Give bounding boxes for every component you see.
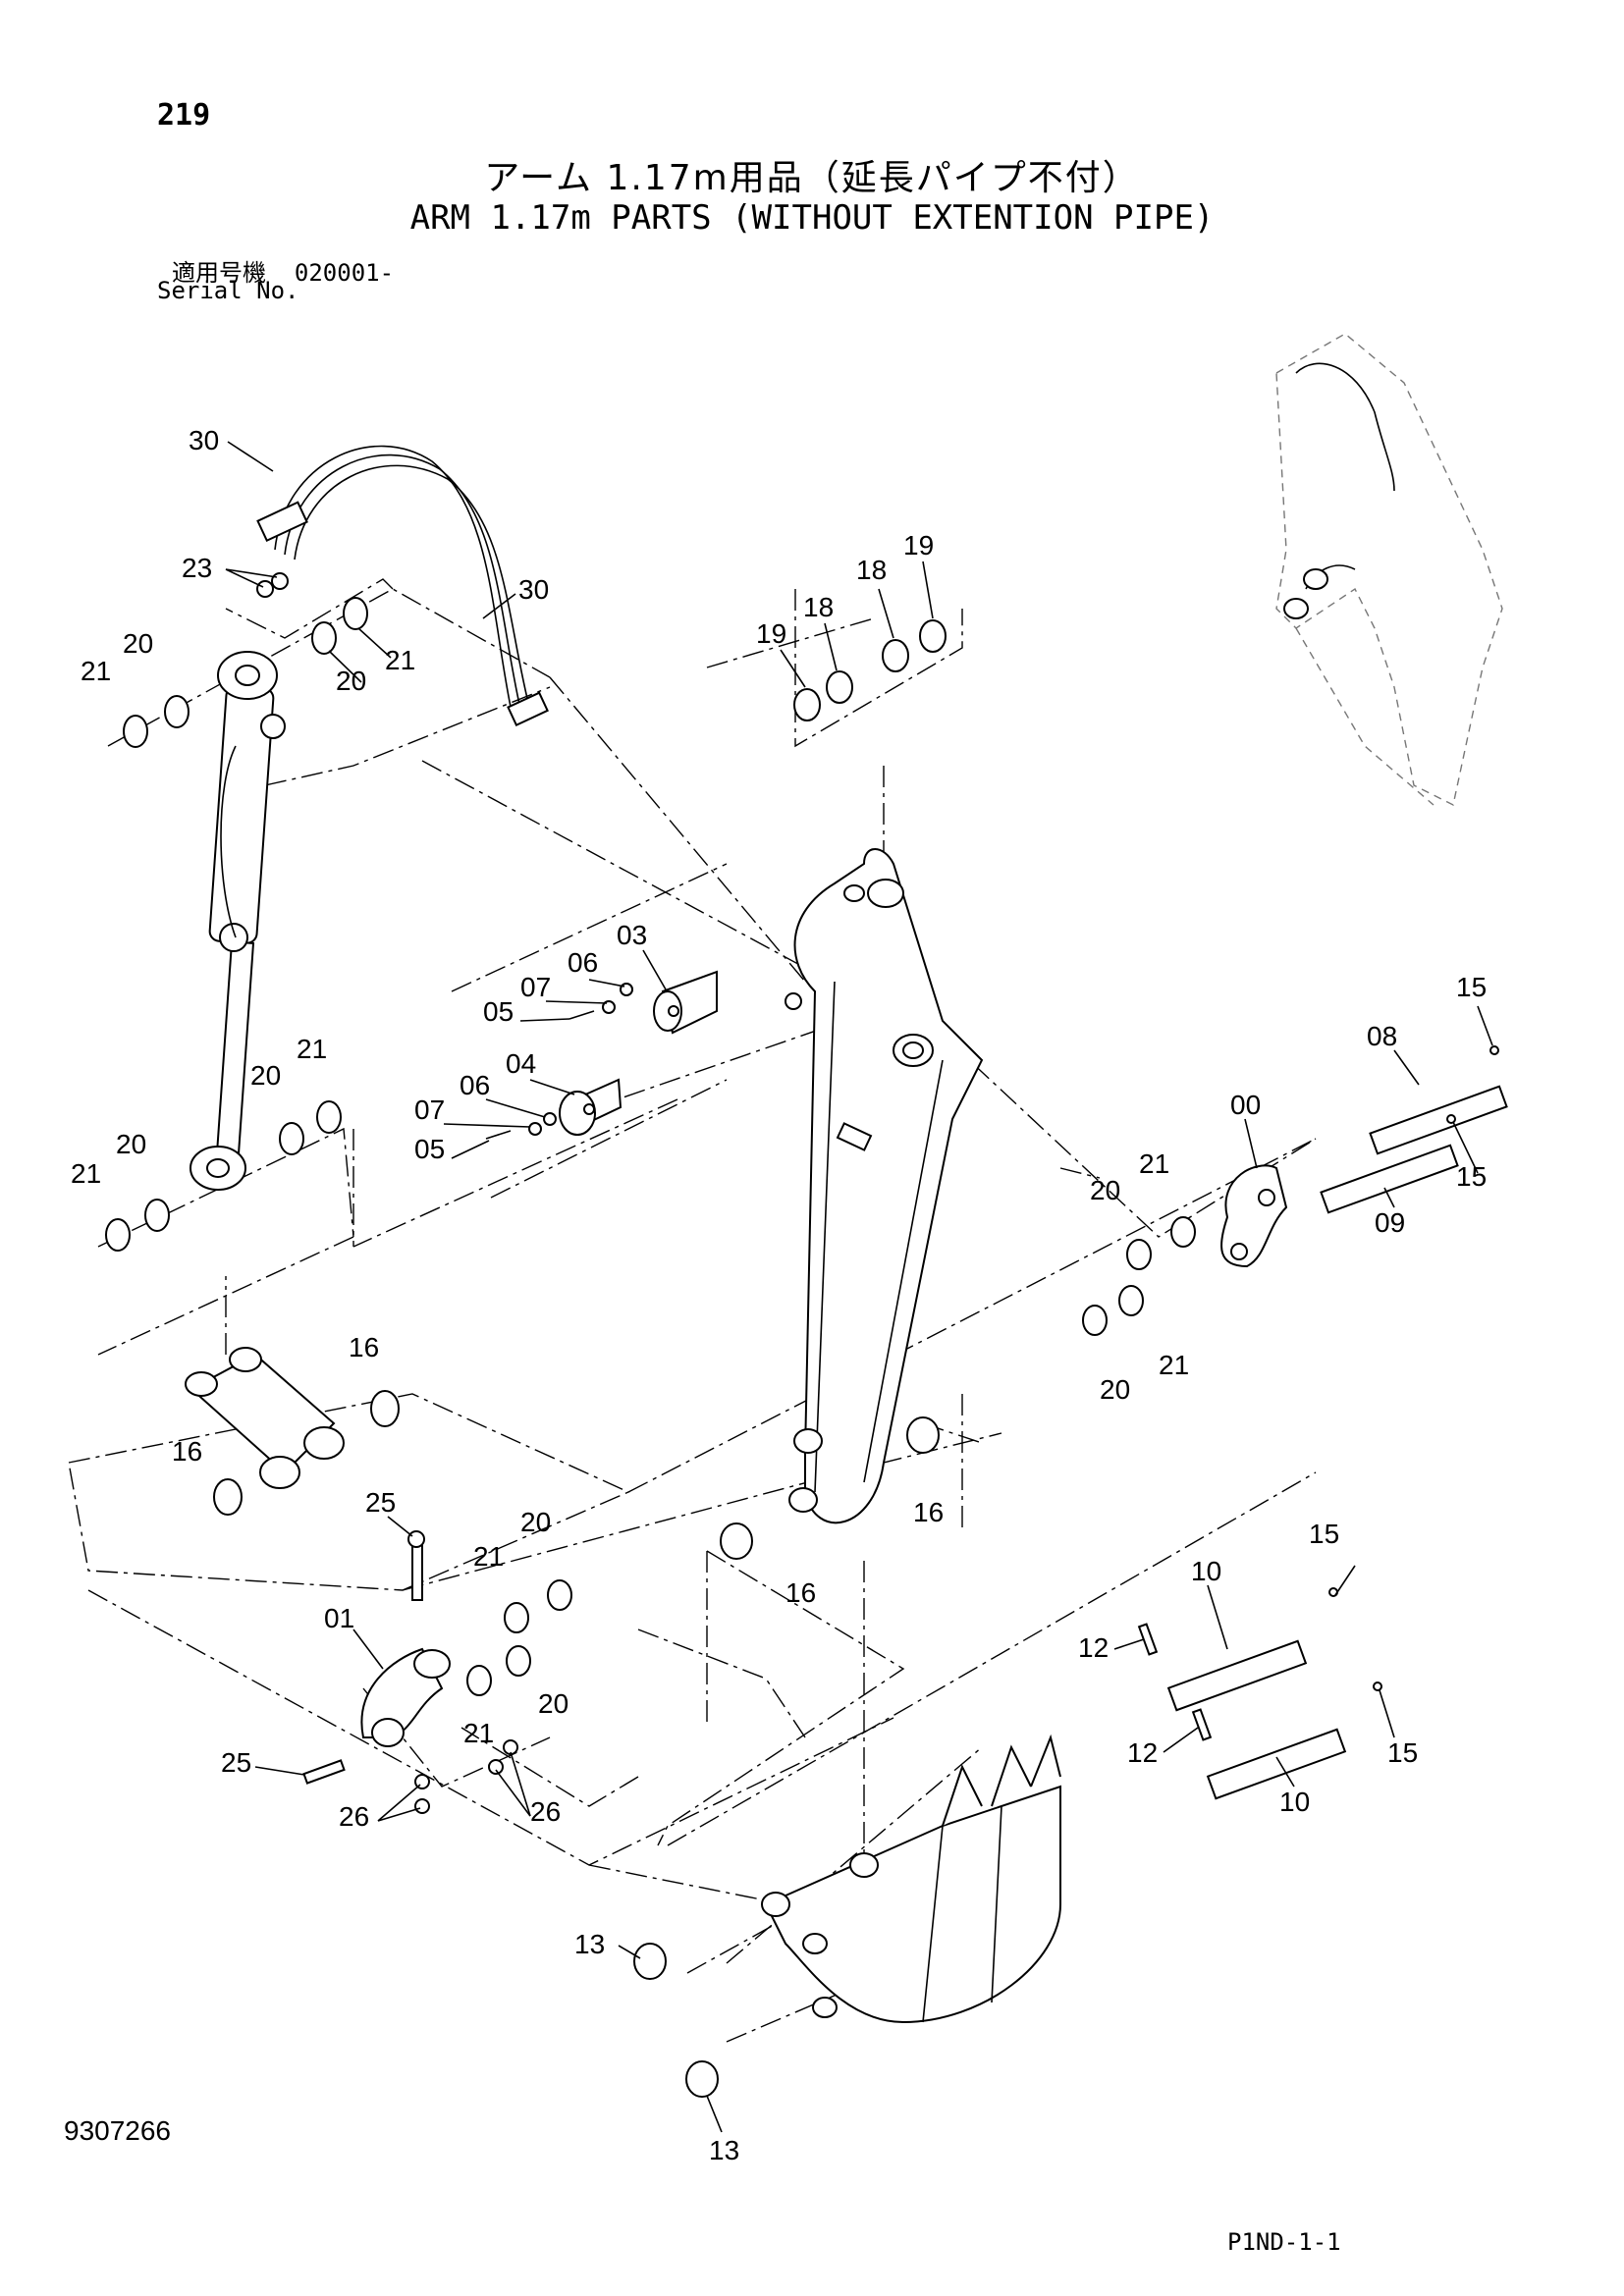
callout-21c: 21 (297, 1034, 327, 1064)
callout-23: 23 (182, 553, 212, 583)
overview-inset (1275, 333, 1503, 807)
callout-05b: 05 (414, 1134, 445, 1164)
callout-26a: 26 (339, 1801, 369, 1832)
callout-07b: 07 (414, 1095, 445, 1125)
callout-20d: 20 (116, 1129, 146, 1159)
callout-12a: 12 (1078, 1632, 1109, 1663)
callout-15c: 15 (1309, 1519, 1339, 1549)
link-00 (1082, 1045, 1508, 1336)
title-japanese: アーム 1.17m用品（延長パイプ不付） (484, 158, 1140, 198)
callout-21f: 21 (1159, 1350, 1189, 1380)
callout-25b: 25 (221, 1747, 251, 1778)
side-link-01 (302, 1530, 572, 1814)
callout-10b: 10 (1279, 1787, 1310, 1817)
callout-16d: 16 (785, 1577, 816, 1608)
callout-16c: 16 (913, 1497, 944, 1527)
callout-10a: 10 (1191, 1556, 1221, 1586)
leader-lines (225, 441, 1493, 2133)
callout-03: 03 (617, 920, 647, 950)
page-number: 219 (157, 98, 211, 133)
callout-16b: 16 (172, 1436, 202, 1467)
serial-line-japanese: 適用号機 020001- (172, 253, 394, 288)
document-number: 9307266 (64, 2115, 172, 2146)
bucket (633, 1587, 1382, 2098)
washers-left (105, 572, 368, 1252)
callout-05a: 05 (483, 996, 514, 1027)
callout-21h: 21 (463, 1718, 494, 1748)
serial-label-jp: 適用号機 (172, 259, 266, 287)
callout-06b: 06 (460, 1070, 490, 1100)
callout-01: 01 (324, 1603, 354, 1633)
callout-20c: 20 (250, 1060, 281, 1091)
callout-20a: 20 (123, 628, 153, 659)
callout-16a: 16 (349, 1332, 379, 1362)
link-bracket (185, 1347, 940, 1560)
callout-20h: 20 (538, 1688, 568, 1719)
callout-18a: 18 (803, 592, 834, 622)
serial-label-english: Serial No. (157, 277, 299, 304)
callout-13a: 13 (574, 1929, 605, 1959)
pins-03-04 (485, 970, 718, 1140)
callout-20g: 20 (520, 1507, 551, 1537)
callout-21a: 21 (81, 656, 111, 686)
callout-26b: 26 (530, 1796, 561, 1827)
callout-25a: 25 (365, 1487, 396, 1518)
page-code: P1ND-1-1 (1227, 2228, 1341, 2256)
callout-30a: 30 (189, 425, 219, 455)
callout-19a: 19 (756, 618, 786, 649)
arm-cylinder (189, 651, 286, 1191)
callout-21e: 21 (1139, 1148, 1169, 1179)
callout-08: 08 (1367, 1021, 1397, 1051)
callout-04: 04 (506, 1048, 536, 1079)
arm-body (785, 848, 984, 1524)
callout-13b: 13 (709, 2135, 739, 2165)
callout-labels: 30 30 23 21 20 20 21 19 18 18 19 03 06 0… (71, 425, 1487, 2165)
callout-09: 09 (1375, 1207, 1405, 1238)
callout-20e: 20 (1090, 1175, 1120, 1205)
callout-21g: 21 (473, 1541, 504, 1572)
callout-20f: 20 (1100, 1374, 1130, 1405)
callout-00: 00 (1230, 1090, 1261, 1120)
callout-15a: 15 (1456, 972, 1487, 1002)
title-english: ARM 1.17m PARTS (WITHOUT EXTENTION PIPE) (409, 198, 1215, 238)
callout-20b: 20 (336, 666, 366, 696)
callout-15b: 15 (1456, 1161, 1487, 1192)
callout-30b: 30 (518, 574, 549, 605)
callout-06a: 06 (568, 947, 598, 978)
callout-19b: 19 (903, 530, 934, 561)
serial-value: 020001- (294, 259, 395, 287)
callout-12b: 12 (1127, 1737, 1158, 1768)
callout-21d: 21 (71, 1158, 101, 1189)
callout-15d: 15 (1387, 1737, 1418, 1768)
callout-21b: 21 (385, 645, 415, 675)
washers-top (793, 619, 947, 721)
callout-18b: 18 (856, 555, 887, 585)
callout-07a: 07 (520, 972, 551, 1002)
hydraulic-hose-30 (256, 445, 549, 726)
